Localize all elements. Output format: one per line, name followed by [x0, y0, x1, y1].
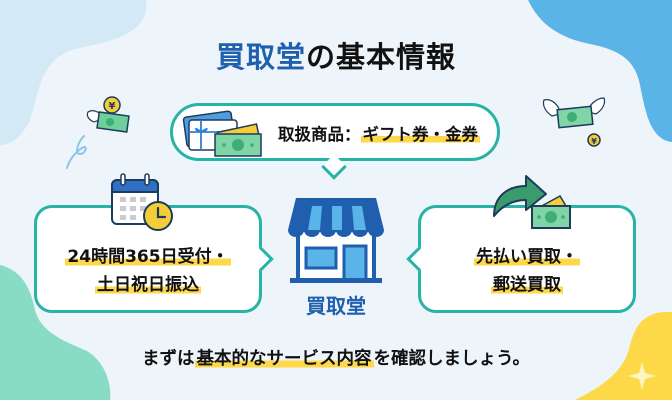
svg-text:¥: ¥: [109, 101, 116, 112]
store-label: 買取堂: [306, 294, 366, 318]
footer-prefix: まずは: [142, 349, 195, 369]
storefront-icon: [288, 198, 384, 283]
blob-bottom-left: [0, 265, 111, 400]
products-bubble: 取扱商品：ギフト券・金券: [170, 103, 500, 161]
squiggle-decoration: [66, 135, 87, 169]
hours-line-1: 24時間365日受付・: [65, 247, 231, 267]
hours-text: 24時間365日受付・ 土日祝日振込: [37, 243, 259, 299]
flying-money-coin-icon: ¥: [86, 96, 130, 133]
calendar-clock-icon: [111, 173, 173, 231]
blob-top-right: [528, 0, 672, 142]
footer-message: まずは基本的なサービス内容を確認しましょう。: [0, 345, 672, 370]
svg-text:¥: ¥: [591, 137, 597, 146]
purchase-line-1: 先払い買取・: [474, 247, 580, 267]
footer-highlight: 基本的なサービス内容: [194, 349, 374, 369]
hours-line-2: 土日祝日振込: [95, 275, 201, 295]
blob-bottom-right: [575, 311, 672, 400]
footer-suffix: を確認しましょう。: [373, 349, 530, 369]
flying-money-coin-icon: ¥: [542, 97, 606, 147]
brand-name: 買取堂: [215, 40, 306, 74]
gift-card-and-cash-icon: [182, 110, 262, 157]
title-rest: の基本情報: [306, 40, 457, 74]
purchase-method-text: 先払い買取・ 郵送買取: [421, 243, 633, 299]
blob-top-left: [0, 0, 147, 145]
products-highlight: ギフト券・金券: [360, 125, 480, 144]
purchase-method-bubble: 先払い買取・ 郵送買取: [418, 205, 636, 313]
products-label: 取扱商品：ギフト券・金券: [278, 121, 480, 145]
arrow-cash-icon: [493, 175, 571, 229]
products-prefix: 取扱商品：: [278, 125, 361, 144]
purchase-line-2: 郵送買取: [491, 275, 563, 295]
page-title: 買取堂の基本情報: [0, 34, 672, 76]
